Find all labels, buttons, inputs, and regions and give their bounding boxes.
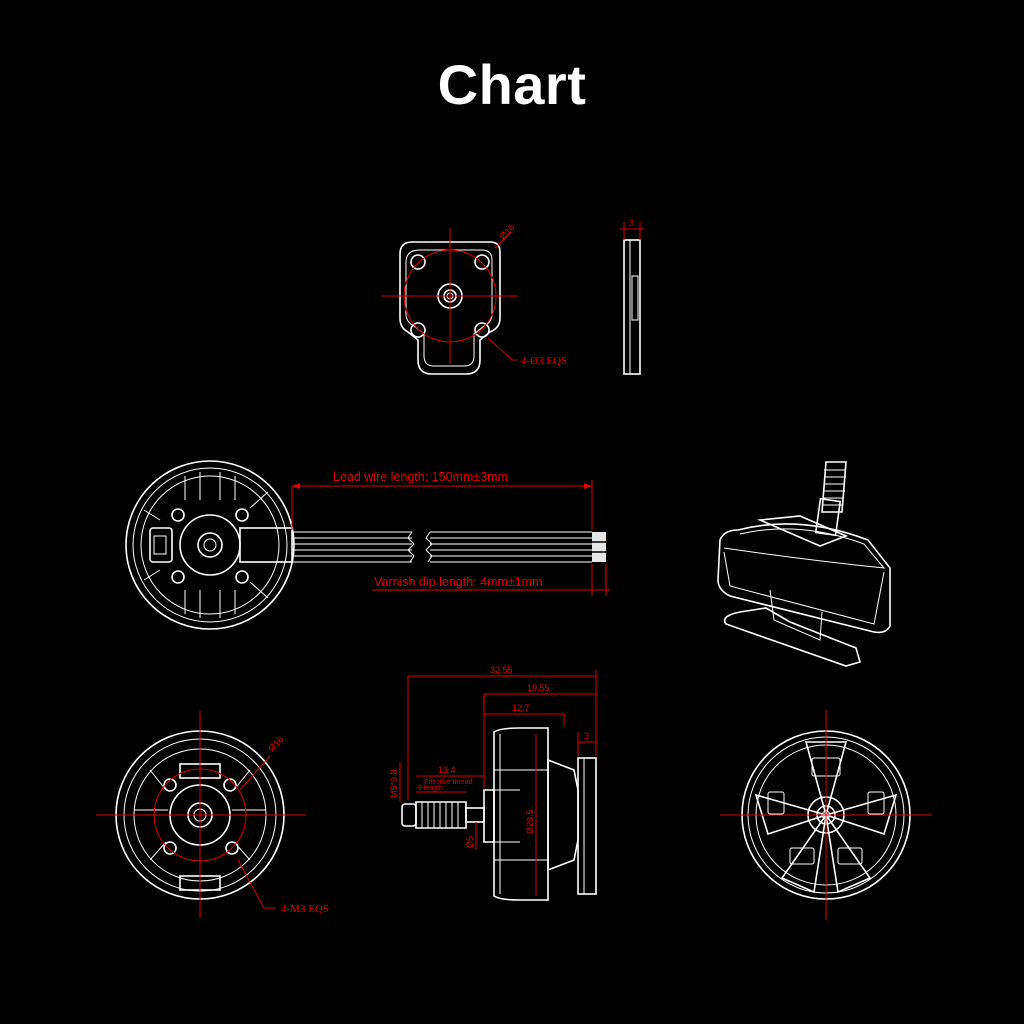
thread-length-label: 9 length xyxy=(418,785,443,792)
varnish-dip-label: Varnish dip length: 4mm±1mm xyxy=(374,575,543,589)
shaft-dia-label: Ø5 xyxy=(465,836,475,848)
overall-length-label: 32.55 xyxy=(490,665,513,675)
shaft-thread-label: M5*0.8 xyxy=(389,769,399,798)
mount-base-side-view xyxy=(620,222,644,375)
stator-length-label: 12.7 xyxy=(512,703,530,713)
effective-thread-label: Effective thread xyxy=(424,779,473,786)
lead-wire-label: Lead wire length: 150mm±3mm xyxy=(333,470,508,484)
mount-thickness-label: 3 xyxy=(629,218,634,228)
mount-dia-label: Ø16 xyxy=(497,222,516,241)
mount-holes-label: 4-Ø3 EQS xyxy=(521,355,567,367)
motor-side-view xyxy=(399,670,597,901)
body-length-label: 19.55 xyxy=(527,683,550,693)
bell-dia-label: Ø29.5 xyxy=(525,809,535,834)
bottom-hole-dia-label: Ø16 xyxy=(266,734,285,753)
motor-isometric-view xyxy=(717,461,891,667)
shaft-length-label: 13.4 xyxy=(438,765,456,775)
base-thickness-label: 3 xyxy=(584,731,589,741)
page-title: Chart xyxy=(437,53,587,116)
motor-top-view-right xyxy=(720,710,932,920)
bottom-holes-label: 4-M3 EQS xyxy=(281,903,329,915)
mount-base-front-view xyxy=(382,228,518,375)
motor-top-view-left xyxy=(96,711,306,918)
motor-bottom-view-with-wires xyxy=(125,460,610,630)
